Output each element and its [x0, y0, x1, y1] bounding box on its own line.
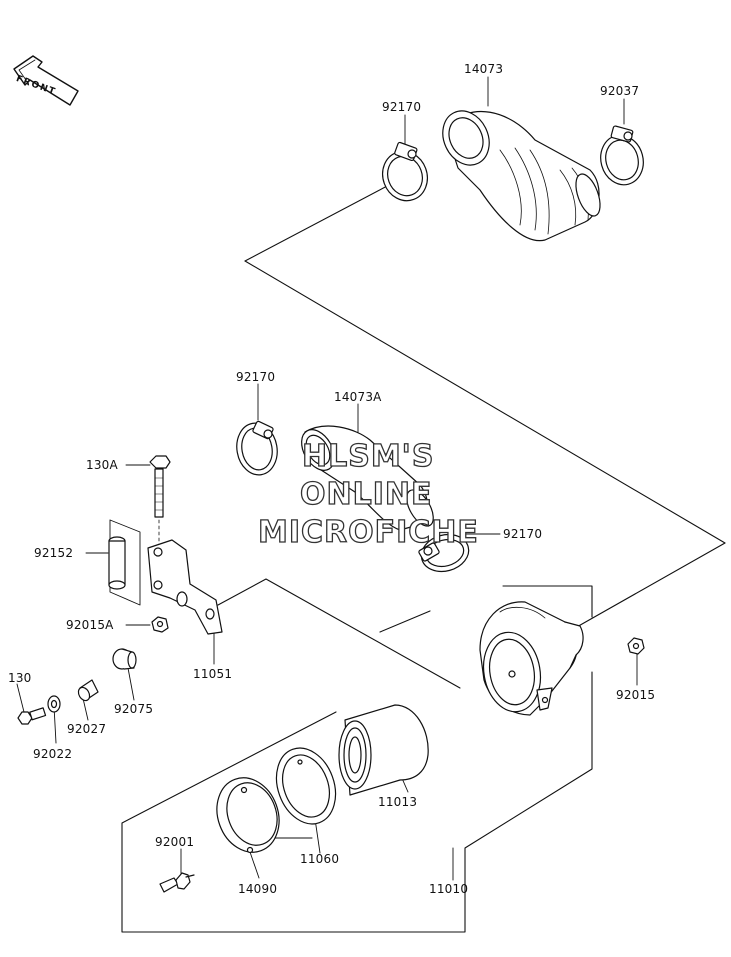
filter-element-11013: [338, 704, 429, 796]
clamp-92170-top: [382, 141, 428, 202]
part-label-92170-mid[interactable]: 92170: [236, 370, 276, 384]
clamp-92170-mid: [236, 420, 278, 476]
part-label-92001[interactable]: 92001: [155, 835, 195, 849]
part-label-92022[interactable]: 92022: [33, 747, 73, 761]
part-label-92075[interactable]: 92075: [114, 702, 154, 716]
part-label-11010[interactable]: 11010: [429, 882, 469, 896]
clamp-92037: [600, 125, 644, 186]
spacer-92152: [108, 519, 141, 606]
washer-92022: [47, 695, 61, 713]
clamp-92170-right: [418, 533, 470, 573]
part-label-92027[interactable]: 92027: [67, 722, 107, 736]
part-label-92170-right[interactable]: 92170: [503, 527, 543, 541]
part-label-130[interactable]: 130: [8, 671, 32, 685]
gasket-11060: [275, 747, 337, 825]
bracket-11051: [147, 539, 223, 635]
wing-bolt-92001: [159, 872, 195, 893]
front-arrow-icon: [13, 55, 79, 106]
part-label-92037[interactable]: 92037: [600, 84, 640, 98]
part-label-92170-top[interactable]: 92170: [382, 100, 422, 114]
watermark-line-1: HLSM'S: [301, 439, 435, 474]
part-label-92015[interactable]: 92015: [616, 688, 656, 702]
duct-14073: [442, 110, 601, 242]
air-cleaner-housing: [479, 601, 584, 716]
nut-92015: [627, 637, 645, 655]
bolt-130: [17, 707, 47, 725]
bolt-130a: [149, 455, 171, 546]
grommet-92075: [112, 648, 137, 670]
part-label-11060[interactable]: 11060: [300, 852, 340, 866]
part-label-14073[interactable]: 14073: [464, 62, 504, 76]
part-label-92152[interactable]: 92152: [34, 546, 74, 560]
part-label-130a[interactable]: 130A: [86, 458, 118, 472]
nut-92015a: [151, 616, 169, 633]
part-label-14073a[interactable]: 14073A: [334, 390, 382, 404]
cap-14090: [216, 777, 280, 854]
upper-group-outline: [244, 184, 726, 629]
collar-92027: [77, 679, 99, 702]
part-label-14090[interactable]: 14090: [238, 882, 278, 896]
part-label-11051[interactable]: 11051: [193, 667, 233, 681]
watermark-line-2: ONLINE: [299, 477, 433, 512]
part-label-11013[interactable]: 11013: [378, 795, 418, 809]
duct-14073a: [301, 425, 434, 531]
watermark-line-3: MICROFICHE: [257, 515, 479, 550]
part-label-92015a[interactable]: 92015A: [66, 618, 114, 632]
